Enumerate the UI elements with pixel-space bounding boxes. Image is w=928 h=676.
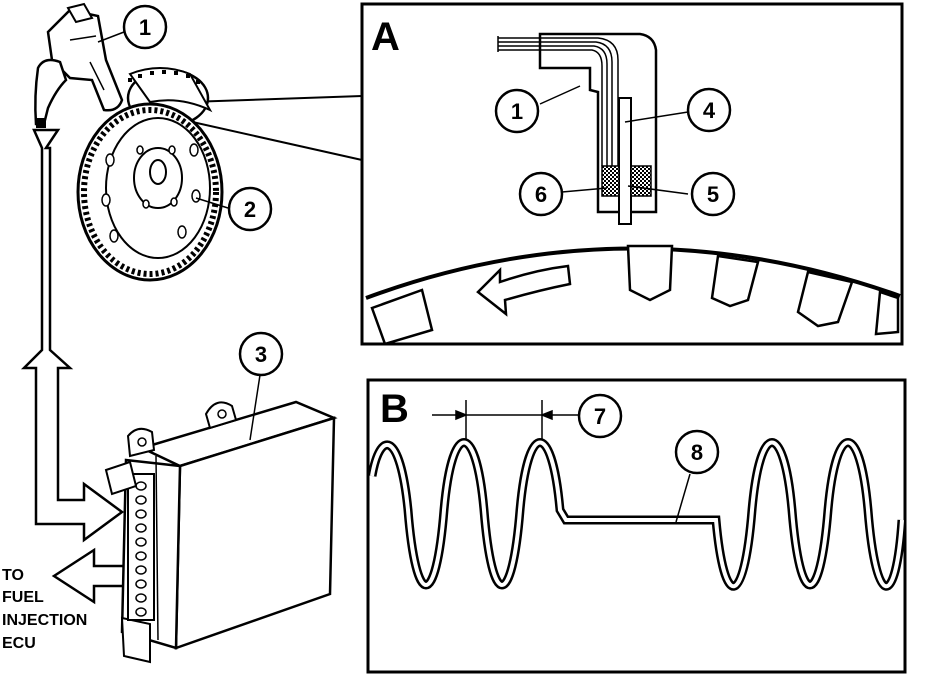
callout-2: 2 bbox=[227, 186, 273, 232]
flywheel-hub bbox=[149, 159, 167, 185]
fuel-injection-label: TO FUEL INJECTION ECU bbox=[2, 567, 87, 652]
ecu-mount-hole bbox=[217, 409, 227, 419]
callout-label: 1 bbox=[511, 99, 523, 124]
callout-label: 6 bbox=[535, 182, 547, 207]
callout-label: 2 bbox=[244, 197, 256, 222]
sensor-detail-line bbox=[89, 61, 105, 91]
fuel-label-line-2: FUEL bbox=[2, 589, 44, 606]
panel-b-letter: B bbox=[380, 387, 409, 431]
panel-a-letter: A bbox=[371, 15, 400, 59]
sensor-detail-line bbox=[69, 35, 97, 41]
missing-tooth-leader bbox=[675, 473, 691, 523]
callout-label: 3 bbox=[255, 342, 267, 367]
ecu-mount-tab-bottom bbox=[120, 616, 151, 664]
flywheel-edge bbox=[128, 67, 213, 113]
panel-a: A bbox=[360, 2, 904, 346]
pole-piece bbox=[618, 97, 632, 225]
fuel-label-line-1: TO bbox=[2, 567, 24, 584]
callout-label: 7 bbox=[594, 404, 606, 429]
coil-winding bbox=[601, 165, 620, 197]
callout-circle bbox=[227, 186, 273, 232]
callout-circle bbox=[674, 429, 720, 475]
ecu-mount-hole bbox=[137, 437, 147, 447]
callout-circle bbox=[122, 4, 168, 50]
output-arrow-to-fuel-ecu bbox=[51, 547, 128, 605]
callout-label: 4 bbox=[703, 98, 716, 123]
callout-3-leader bbox=[249, 374, 261, 441]
callout-label: 1 bbox=[139, 15, 151, 40]
callout-circle bbox=[494, 88, 540, 134]
callout-a-1: 1 bbox=[494, 88, 540, 134]
sensor-tip bbox=[36, 118, 46, 128]
callout-1-leader bbox=[97, 31, 125, 43]
reluctor-teeth bbox=[370, 244, 900, 346]
callout-a-4: 4 bbox=[686, 87, 732, 133]
sensor-waveform-inner bbox=[370, 440, 904, 589]
fuel-label-line-3: INJECTION bbox=[2, 612, 87, 629]
signal-arrow-to-ecu bbox=[20, 128, 125, 543]
callout-b-7: 7 bbox=[577, 393, 623, 439]
callout-circle bbox=[238, 331, 284, 377]
callout-a-6: 6 bbox=[518, 171, 564, 217]
rotation-arrow bbox=[476, 264, 572, 317]
ecu-module bbox=[104, 400, 338, 664]
ecu-connector-clip bbox=[104, 460, 138, 496]
callout-1: 1 bbox=[122, 4, 168, 50]
ecu-edge-line bbox=[155, 455, 159, 641]
callout-a-5: 5 bbox=[690, 171, 736, 217]
magnet-winding bbox=[630, 165, 652, 197]
callout-circle bbox=[577, 393, 623, 439]
flywheel-ring-gear bbox=[81, 107, 219, 277]
panel-b-frame bbox=[366, 378, 907, 674]
callout-3: 3 bbox=[238, 331, 284, 377]
flywheel-holes bbox=[101, 143, 201, 243]
sensor-connector bbox=[66, 2, 94, 24]
flywheel-rim-teeth bbox=[128, 70, 200, 84]
crank-sensor bbox=[34, 2, 124, 128]
callout-label: 5 bbox=[707, 182, 719, 207]
callout-2-leader bbox=[195, 197, 229, 209]
callout-circle bbox=[518, 171, 564, 217]
sensor-cable bbox=[497, 36, 619, 166]
panel-b: B 7 8 bbox=[366, 378, 907, 674]
callout-circle bbox=[690, 171, 736, 217]
tooth-period-dimension bbox=[432, 400, 578, 440]
panel-a-leaders bbox=[539, 85, 689, 195]
sensor-bracket bbox=[34, 58, 68, 126]
callout-label: 8 bbox=[691, 440, 703, 465]
fuel-label-line-4: ECU bbox=[2, 635, 36, 652]
ecu-connector-pins bbox=[135, 481, 147, 617]
callout-b-8: 8 bbox=[674, 429, 720, 475]
sensor-housing bbox=[46, 8, 124, 112]
flywheel bbox=[76, 67, 224, 282]
sensor-cross-section bbox=[497, 32, 658, 225]
callout-circle bbox=[686, 87, 732, 133]
